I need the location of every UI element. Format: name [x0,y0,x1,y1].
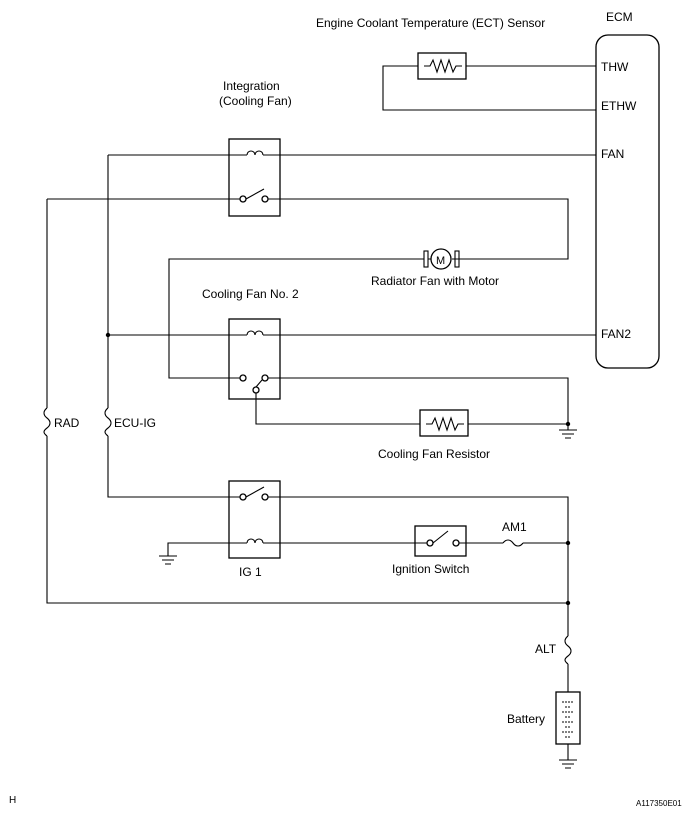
wire-ethw [382,65,596,111]
ground-fan [559,429,577,439]
rad-fuse [43,407,51,437]
integration-label-2: (Cooling Fan) [219,94,292,108]
ecu-ig-label: ECU-IG [114,416,156,430]
alt-label: ALT [535,642,557,656]
corner-letter: H [9,795,16,806]
ground-battery [559,759,577,769]
ig1-label: IG 1 [239,565,262,579]
fan2-switch [255,379,263,388]
wire-rad-bus [46,199,568,604]
integration-switch [245,188,265,200]
ground-ig1 [159,555,177,565]
ecm-pin-fan: FAN [601,147,624,161]
wire-ecu-ig-bus [107,155,229,498]
motor-symbol: M [436,255,445,267]
am1-label: AM1 [502,520,527,534]
cooling-fan-resistor-label: Cooling Fan Resistor [378,447,490,461]
wire-ig1-switch-out [280,496,569,543]
integration-relay [228,138,281,217]
radiator-fan-label: Radiator Fan with Motor [371,274,499,288]
ignition-switch-label: Ignition Switch [392,562,469,576]
ig1-coil [246,538,264,544]
ect-sensor [417,52,467,80]
ecm-pin-thw: THW [601,60,629,74]
rad-label: RAD [54,416,80,430]
wire-fan2-to-resistor [255,399,420,425]
ig1-relay [228,480,281,559]
ecm-label: ECM [606,10,633,24]
cooling-fan-no2-relay [228,318,281,400]
radiator-fan-motor: M [423,248,460,270]
cooling-fan-no2-label: Cooling Fan No. 2 [202,287,299,301]
battery [555,691,581,745]
figure-code: A117350E01 [636,799,682,808]
ig1-switch [245,486,265,498]
alt-fuse [564,635,572,665]
am1-fuse [502,539,524,547]
integration-label-1: Integration [223,79,280,93]
wire-fan2-to-ground [280,377,569,430]
ecm-pin-fan2: FAN2 [601,327,631,341]
ecu-ig-fuse [104,407,112,437]
integration-coil [246,150,264,156]
ecm-box [595,34,660,369]
wire-ig1-coil-ground [167,542,229,556]
ect-sensor-label: Engine Coolant Temperature (ECT) Sensor [316,16,545,30]
ignition-switch [414,525,467,557]
battery-label: Battery [507,712,545,726]
ecm-pin-ethw: ETHW [601,99,637,113]
cooling-fan-resistor [419,409,469,437]
fan2-coil [246,330,264,336]
wire-integration-switch-out [280,198,569,260]
wire-motor-to-fan2-relay [168,258,424,379]
